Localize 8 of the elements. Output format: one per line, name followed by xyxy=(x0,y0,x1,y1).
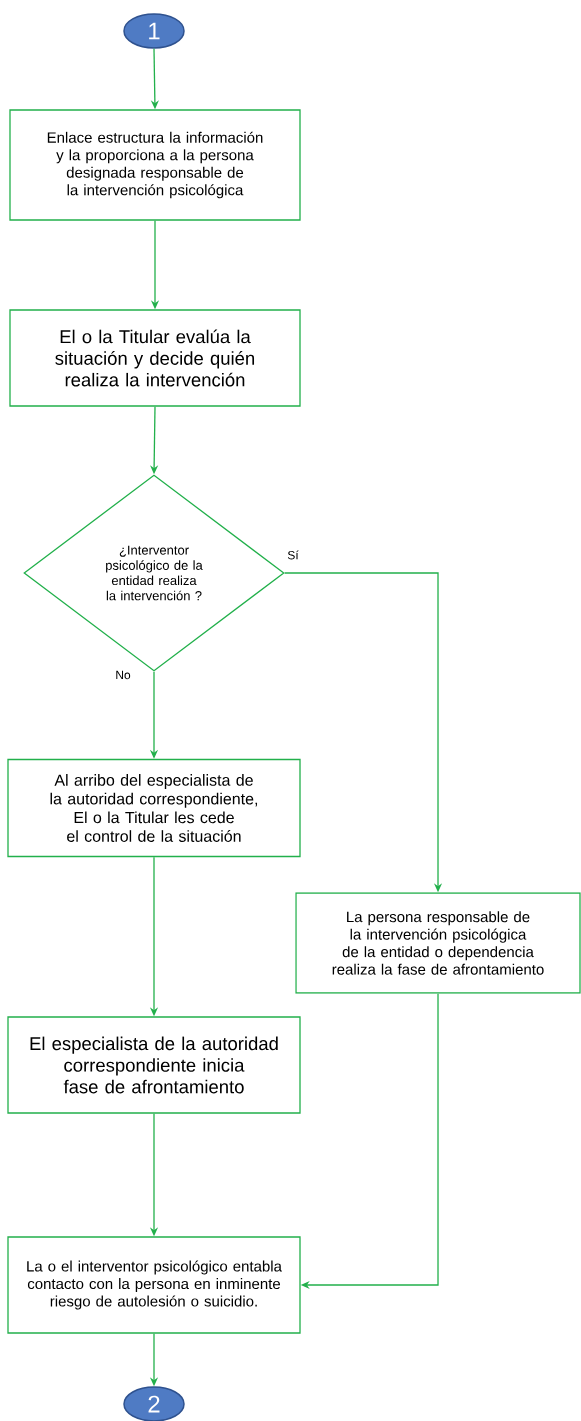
process-box: Al arribo del especialista de la autoridad correspondiente, El o la Titular les cede el control de la situación xyxy=(7,758,301,858)
process-box: Enlace estructura la información y la proporciona a la persona designada responsable de la intervención psicológica xyxy=(9,109,301,221)
process-box: La o el interventor psicológico entabla contacto con la persona en inminente riesgo de autolesión o suicidio. xyxy=(7,1236,301,1334)
process-box: El especialista de la autoridad correspondiente inicia fase de afrontamiento xyxy=(7,1016,301,1114)
edge-label: Sí xyxy=(286,549,300,561)
process-box: El o la Titular evalúa la situación y decide quién realiza la intervención xyxy=(9,309,301,407)
edge-label: No xyxy=(114,669,132,681)
process-box: La persona responsable de la intervención psicológica de la entidad o dependencia realiza la fase de afrontamiento xyxy=(295,892,581,994)
